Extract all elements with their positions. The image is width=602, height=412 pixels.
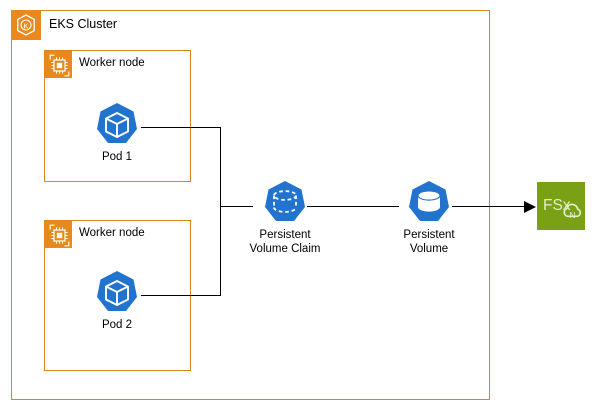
worker-node-label-2: Worker node	[79, 227, 145, 239]
connector-pvc-to-pv	[307, 206, 399, 208]
kubernetes-pvc-icon	[265, 181, 305, 221]
kubernetes-pod-icon	[97, 271, 137, 311]
persistent-volume-claim-node: Persistent Volume Claim	[240, 178, 330, 256]
worker-node-box-2: Worker node	[44, 220, 191, 371]
connector-arrowhead-icon	[524, 200, 536, 213]
eks-cluster-icon: K	[11, 10, 41, 40]
fsx-netapp-n-text: N	[569, 210, 575, 220]
worker-node-label-1: Worker node	[79, 57, 145, 69]
amazon-fsx-netapp-ontap-icon: FSx N	[537, 182, 585, 230]
worker-node-box-1: Worker node	[44, 50, 191, 182]
connector-pv-to-fsx	[452, 206, 527, 208]
fsx-text: FSx	[543, 197, 571, 214]
eks-cluster-group	[11, 10, 490, 400]
persistent-volume-label: Persistent Volume	[403, 229, 455, 255]
svg-text:K: K	[23, 21, 28, 30]
kubernetes-pv-icon	[409, 181, 449, 221]
kubernetes-pod-icon	[97, 103, 137, 143]
pod-node-2: Pod 2	[72, 268, 162, 333]
connector-junction-bus	[220, 127, 222, 296]
pod-node-1: Pod 1	[72, 100, 162, 165]
pod-label-2: Pod 2	[101, 319, 133, 331]
connector-pod1-to-junction	[141, 127, 221, 129]
eks-cluster-label: EKS Cluster	[49, 17, 118, 31]
worker-node-cpu-icon	[44, 50, 72, 78]
pod-label-1: Pod 1	[101, 151, 133, 163]
persistent-volume-claim-label: Persistent Volume Claim	[249, 229, 321, 255]
persistent-volume-node: Persistent Volume	[384, 178, 474, 256]
worker-node-cpu-icon	[44, 220, 72, 248]
amazon-fsx-node: FSx N	[537, 182, 585, 230]
connector-junction-to-pvc	[220, 206, 253, 208]
connector-pod2-to-junction	[141, 295, 221, 297]
